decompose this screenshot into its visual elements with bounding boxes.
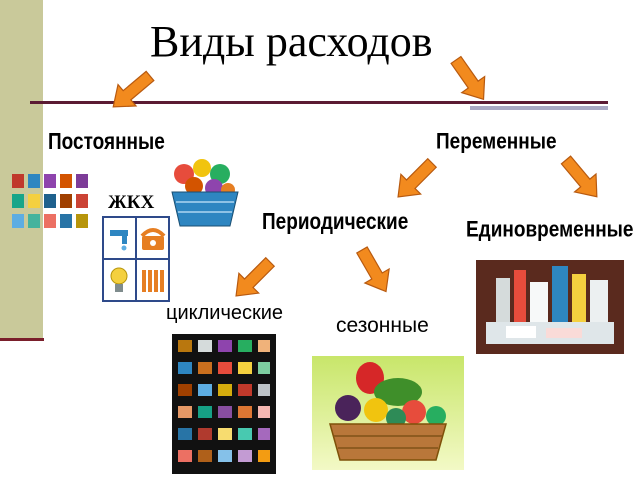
arrow-title-to-variable (443, 51, 496, 108)
node-seasonal: сезонные (336, 314, 429, 337)
one-time-items-image (476, 260, 624, 354)
arrow-periodic-to-seasonal (349, 242, 399, 300)
node-permanent: Постоянные (48, 130, 165, 156)
node-variable: Переменные (436, 130, 557, 155)
title-rule-shadow (470, 106, 608, 110)
water-tap-icon (110, 230, 128, 251)
arrow-variable-to-one-time (554, 150, 609, 207)
arrow-variable-to-periodic (387, 152, 443, 208)
node-periodic: Периодические (262, 210, 409, 236)
utilities-image (102, 216, 170, 302)
radiator-icon (142, 270, 164, 292)
clothing-image (10, 172, 102, 236)
light-bulb-icon (110, 267, 128, 292)
telephone-icon (140, 228, 166, 250)
node-housing: ЖКХ (108, 192, 155, 213)
grocery-basket-image (166, 152, 244, 232)
side-decoration-line (0, 338, 44, 341)
node-one-time: Единовременные (466, 218, 634, 243)
seasonal-vegetables-image (312, 356, 464, 470)
title-rule (30, 101, 608, 104)
arrow-title-to-permanent (103, 64, 160, 119)
arrow-periodic-to-cyclical (225, 251, 281, 307)
diagram-title: Виды расходов (150, 17, 433, 66)
node-cyclical: циклические (166, 302, 284, 324)
cyclical-items-image (172, 334, 276, 474)
side-decoration-bar (0, 0, 43, 340)
